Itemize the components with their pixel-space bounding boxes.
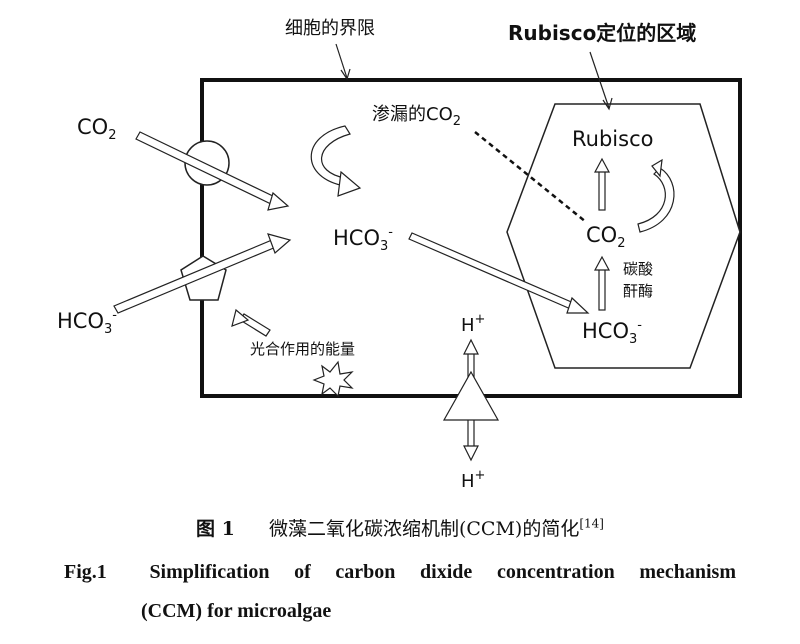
rubisco-region-pointer <box>589 51 610 109</box>
rubisco-region-label: Rubisco定位的区域 <box>508 21 696 45</box>
energy-starburst-icon <box>312 360 354 398</box>
caption-cn-label: 图 1 <box>196 518 235 540</box>
co2-outside-label: CO2 <box>77 115 116 143</box>
cell-boundary-label: 细胞的界限 <box>285 18 375 39</box>
rubisco-label: Rubisco <box>572 127 653 151</box>
carbonic-anhydrase-line1: 碳酸 <box>623 260 653 278</box>
caption-english-line2: (CCM) for microalgae <box>141 600 331 623</box>
hco3-transport-arrow <box>408 232 590 314</box>
h-plus-bottom-label: H+ <box>461 468 485 492</box>
caption-english-line1: Fig.1 Simplification of carbon dixide co… <box>64 561 736 584</box>
cell-boundary-pointer <box>335 43 348 79</box>
ccm-diagram: 细胞的界限 Rubisco定位的区域 CO2 HCO3- 渗漏的CO2 HCO3… <box>57 18 742 492</box>
carbonic-anhydrase-line2: 酐酶 <box>623 282 653 300</box>
co2-to-rubisco-arrow <box>593 157 611 211</box>
caption-en-line2: (CCM) for microalgae <box>141 600 332 622</box>
caption-cn-text: 微藻二氧化碳浓缩机制(CCM)的简化 <box>268 518 580 540</box>
proton-pump-triangle <box>442 370 500 421</box>
rubisco-region-pointer-head <box>602 97 613 111</box>
hco3-to-co2-arrow <box>593 255 611 311</box>
h-plus-top-label: H+ <box>461 312 485 336</box>
energy-arrow <box>231 308 271 337</box>
caption-chinese: 图 1 微藻二氧化碳浓缩机制(CCM)的简化[14] <box>0 514 800 541</box>
hco3-outside-label: HCO3- <box>57 308 117 337</box>
photosynthesis-energy-label: 光合作用的能量 <box>250 340 355 358</box>
rubisco-curved-arrow <box>637 158 675 233</box>
co2-entry-arrow <box>135 131 290 211</box>
leak-co2-label: 渗漏的CO2 <box>372 104 461 129</box>
leak-dashed-line <box>474 131 587 223</box>
cell-boundary-pointer-head <box>340 68 351 81</box>
hco3-center-label: HCO3- <box>333 225 393 254</box>
hco3-inside-label: HCO3- <box>582 318 642 347</box>
caption-en-label: Fig.1 <box>64 561 107 583</box>
caption-en-line1: Simplification of carbon dixide concentr… <box>149 561 736 583</box>
hco3-entry-arrow <box>113 233 292 314</box>
co2-inside-label: CO2 <box>586 223 625 251</box>
proton-pump <box>442 338 500 462</box>
conversion-curved-arrow <box>310 125 362 197</box>
caption-cn-ref: [14] <box>579 516 604 531</box>
